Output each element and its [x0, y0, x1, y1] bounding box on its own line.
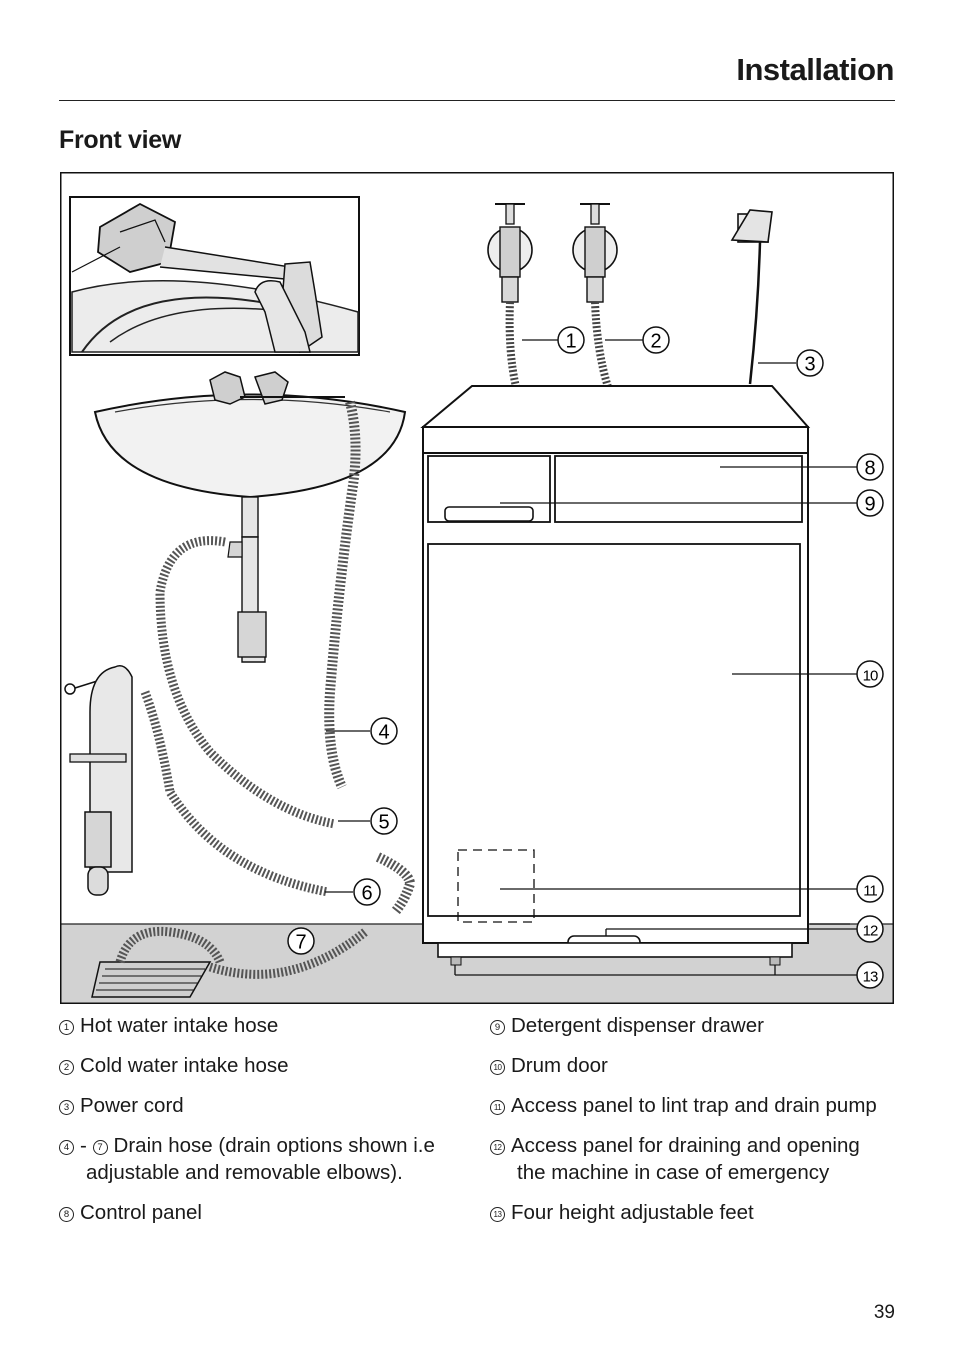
callout-9: 9 — [856, 489, 884, 517]
legend-text: Access panel for draining and opening th… — [511, 1134, 860, 1184]
svg-text:6: 6 — [361, 883, 372, 905]
drum-door — [427, 543, 801, 917]
floor-drain — [91, 926, 225, 998]
standpipe — [64, 665, 133, 896]
callout-number: 1 — [59, 1020, 74, 1035]
svg-text:11: 11 — [863, 883, 877, 900]
legend-text: Detergent dispenser drawer — [511, 1014, 764, 1037]
legend-item: 8 Control panel — [59, 1199, 469, 1226]
drain-hose-4 — [324, 400, 361, 790]
inset-tap-detail — [69, 196, 360, 356]
callout-number: 4 — [59, 1140, 74, 1155]
drain-hose-5 — [155, 536, 336, 829]
svg-text:9: 9 — [864, 494, 875, 516]
legend-text: Drum door — [511, 1054, 608, 1077]
callout-number: 12 — [490, 1140, 505, 1155]
callout-8: 8 — [856, 453, 884, 481]
callout-6: 6 — [353, 878, 381, 906]
front-view-figure: 1 2 3 4 5 6 7 8 9 10 11 12 — [60, 172, 894, 1004]
legend-text: Hot water intake hose — [80, 1014, 279, 1037]
callout-number: 3 — [59, 1100, 74, 1115]
legend-item: 1 Hot water intake hose — [59, 1012, 469, 1039]
callout-number: 11 — [490, 1100, 505, 1115]
cold-water-tap — [572, 203, 618, 303]
callout-1: 1 — [557, 326, 585, 354]
legend-text: Four height adjustable feet — [511, 1201, 754, 1224]
callout-number: 9 — [490, 1020, 505, 1035]
section-title: Installation — [736, 52, 894, 87]
control-panel — [554, 455, 803, 523]
svg-text:5: 5 — [378, 812, 389, 834]
callout-10: 10 — [856, 660, 884, 688]
callout-5: 5 — [370, 807, 398, 835]
drain-hose-6 — [140, 690, 329, 897]
legend-item: 9 Detergent dispenser drawer — [490, 1012, 890, 1039]
figure-subtitle: Front view — [59, 126, 182, 154]
page-number: 39 — [873, 1302, 895, 1323]
legend-item: 10 Drum door — [490, 1052, 890, 1079]
callout-number: 10 — [490, 1060, 505, 1075]
legend-text: Power cord — [80, 1094, 184, 1117]
wash-basin — [93, 371, 407, 663]
header-rule — [59, 100, 895, 101]
callout-13: 13 — [856, 961, 884, 989]
removable-elbow — [375, 852, 416, 916]
legend-column-1: 1 Hot water intake hose 2 Cold water intak… — [59, 1012, 469, 1239]
svg-text:4: 4 — [378, 722, 389, 744]
callout-2: 2 — [642, 326, 670, 354]
legend-text: Control panel — [80, 1201, 202, 1224]
legend-item: 11 Access panel to lint trap and drain pu… — [490, 1092, 890, 1119]
legend-item: 13 Four height adjustable feet — [490, 1199, 890, 1226]
legend-item: 12 Access panel for draining and opening … — [490, 1132, 890, 1186]
callout-number: 2 — [59, 1060, 74, 1075]
callout-12: 12 — [856, 915, 884, 943]
legend-item: 2 Cold water intake hose — [59, 1052, 469, 1079]
callout-number: 8 — [59, 1207, 74, 1222]
callout-number: 7 — [92, 1140, 108, 1155]
svg-text:1: 1 — [565, 331, 576, 353]
svg-text:13: 13 — [863, 969, 878, 986]
callout-number: 13 — [490, 1207, 505, 1222]
callout-leaders — [325, 339, 857, 976]
legend-text: Access panel to lint trap and drain pump — [511, 1094, 877, 1117]
hot-water-tap — [487, 203, 533, 303]
callout-3: 3 — [796, 349, 824, 377]
svg-text:2: 2 — [650, 331, 661, 353]
svg-text:10: 10 — [863, 668, 878, 685]
legend-text: Drain hose (drain options shown i.e adju… — [86, 1134, 435, 1184]
callout-4: 4 — [370, 717, 398, 745]
callout-7: 7 — [287, 927, 315, 955]
svg-text:7: 7 — [295, 932, 306, 954]
svg-text:12: 12 — [863, 923, 878, 940]
appliance — [420, 385, 811, 966]
wall-socket — [730, 209, 773, 243]
svg-text:3: 3 — [804, 354, 815, 376]
range-separator: - — [80, 1134, 87, 1157]
svg-text:8: 8 — [864, 458, 875, 480]
lint-trap-panel — [457, 849, 535, 923]
legend-text: Cold water intake hose — [80, 1054, 289, 1077]
callout-11: 11 — [856, 875, 884, 903]
legend-item: 3 Power cord — [59, 1092, 469, 1119]
